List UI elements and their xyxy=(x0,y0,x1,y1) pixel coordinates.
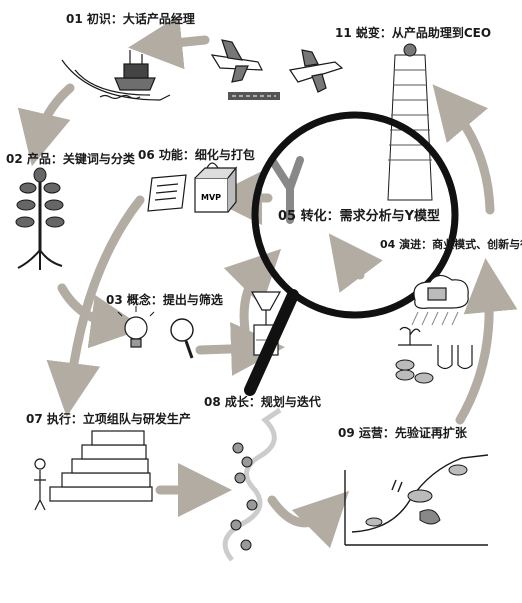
magnifier-small-icon xyxy=(171,319,193,358)
cloud-rain-icon xyxy=(412,275,468,325)
stage-label-07: 07 执行：立项组队与研发生产 xyxy=(26,410,191,427)
boat-illustration xyxy=(62,50,170,100)
airplane-icon-left xyxy=(212,40,275,96)
mvp-label: MVP xyxy=(201,193,221,202)
stacked-steps-icon xyxy=(34,431,152,510)
arrow-03-to-05 xyxy=(200,348,258,350)
cells-icon xyxy=(366,465,467,526)
stage-label-05: 05 转化：需求分析与Y模型 xyxy=(278,205,440,224)
arrow-11-to-01 xyxy=(155,40,205,45)
stage-label-04: 04 演进：商业模式、创新与行业 xyxy=(380,236,522,252)
mvp-box-icon xyxy=(195,163,236,212)
arrow-to-05-center xyxy=(345,255,360,275)
spiral-staircase-icon xyxy=(225,410,280,560)
runway-icon xyxy=(228,92,280,100)
lightbulb-icon xyxy=(118,306,154,347)
airplane-icon-right xyxy=(290,50,342,92)
stage-label-08: 08 成长：规划与迭代 xyxy=(204,393,321,410)
stage-label-02: 02 产品：关键词与分类 xyxy=(6,150,135,167)
scroll-icon xyxy=(148,175,186,211)
arrow-01-to-02 xyxy=(38,88,70,140)
stage-label-06: 06 功能：细化与打包 xyxy=(138,146,255,163)
stage-label-03: 03 概念：提出与筛选 xyxy=(106,291,223,308)
coins-icon xyxy=(396,360,433,383)
stage-label-01: 01 初识：大话产品经理 xyxy=(66,10,195,27)
stage-label-11: 11 蜕变：从产品助理到CEO xyxy=(335,24,491,41)
stage-label-09: 09 运营：先验证再扩张 xyxy=(338,424,467,441)
arrow-08-to-09 xyxy=(272,500,330,523)
tree-icon xyxy=(16,168,64,270)
